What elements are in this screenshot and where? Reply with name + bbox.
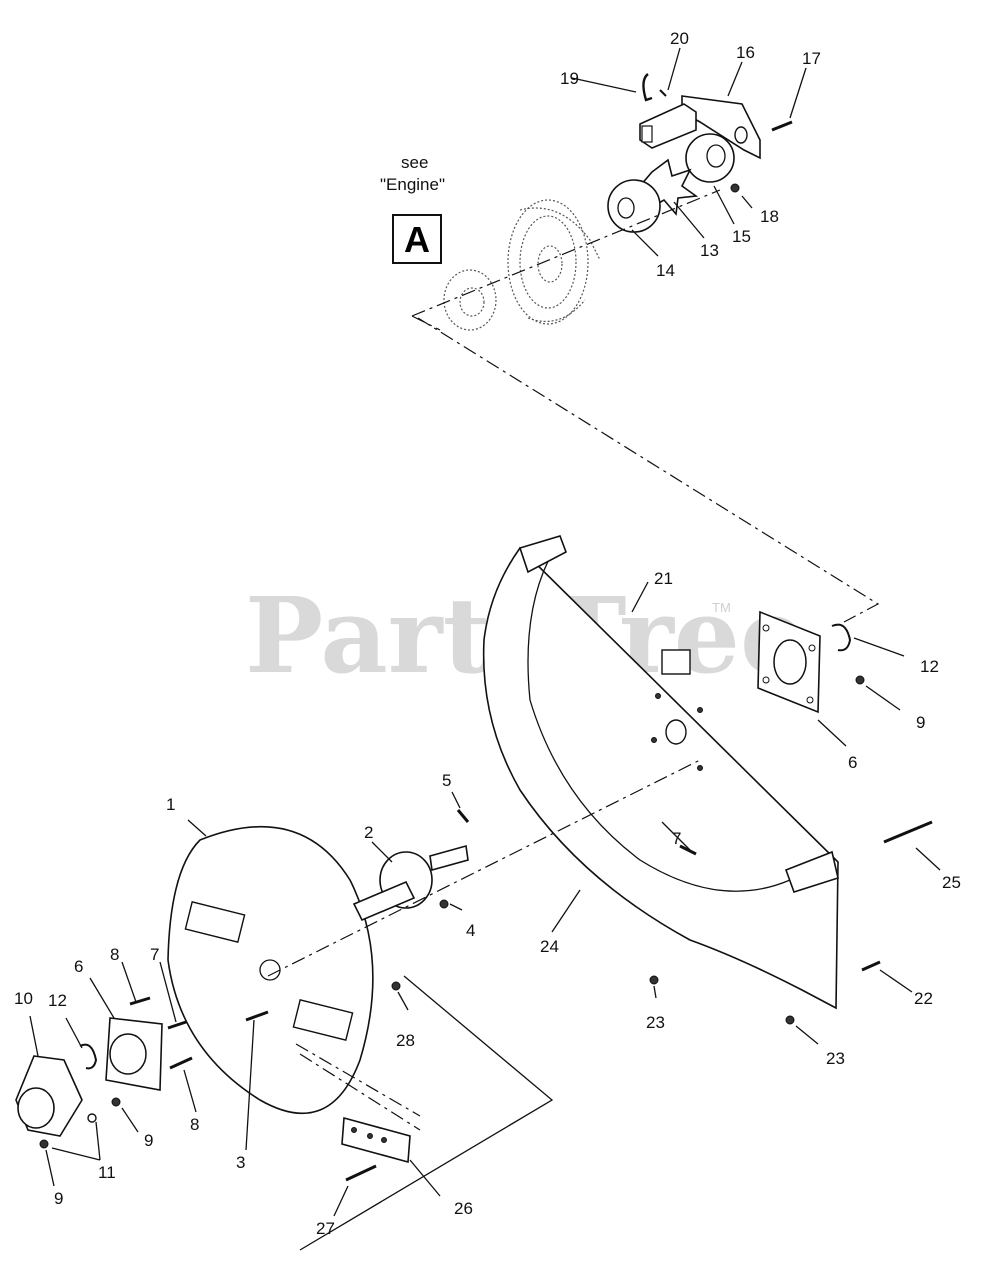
retainer-ring-left [79,1043,98,1070]
nut-23-b [785,1015,795,1025]
callout-6-right: 6 [848,753,857,772]
reference-box [392,214,442,264]
callout-labels: 1 2 3 4 5 6 6 7 7 8 8 9 9 9 10 11 12 12 … [14,29,961,1238]
callout-9-left: 9 [144,1131,153,1150]
housing-flange-top [518,535,567,574]
housing-shaft-hole [665,719,687,745]
callout-1: 1 [166,795,175,814]
blower-housing [482,535,839,1010]
square-tube [639,103,697,149]
callout-7-housing: 7 [672,829,681,848]
callout-8-lower: 8 [190,1115,199,1134]
callout-17: 17 [802,49,821,68]
bolt-17 [771,120,793,132]
callout-21: 21 [654,569,673,588]
housing-flange-bottom [784,850,839,893]
bolt-8-lower [169,1056,193,1070]
callout-10: 10 [14,989,33,1008]
bolt-3 [245,1010,269,1022]
callout-2: 2 [364,823,373,842]
callout-22: 22 [914,989,933,1008]
housing-tab [661,649,691,675]
alignment-line [417,317,880,623]
callout-4: 4 [466,921,475,940]
bolt-8-upper [129,996,151,1006]
shaft-stub [429,844,469,872]
coupling-assembly [411,73,793,331]
housing-shell [482,546,839,1010]
bolt-7-housing [679,844,697,856]
bolt-22 [861,960,881,972]
pin [642,73,653,102]
nut-9-right [855,675,865,685]
key [659,89,667,97]
callout-12-right: 12 [920,657,939,676]
reference-box-letter: A [404,219,430,260]
paddle-bar [341,1116,411,1164]
callout-9-right: 9 [916,713,925,732]
callout-5: 5 [442,771,451,790]
callout-23-b: 23 [826,1049,845,1068]
callout-26: 26 [454,1199,473,1218]
callout-6-left: 6 [74,957,83,976]
watermark-trademark: TM [712,600,731,615]
callout-27: 27 [316,1219,335,1238]
right-bearing-set [757,610,865,714]
bracket-hole [734,126,748,144]
shaft [352,880,416,922]
callout-25: 25 [942,873,961,892]
callout-15: 15 [732,227,751,246]
callout-18: 18 [760,207,779,226]
callout-8-upper: 8 [110,945,119,964]
paddle-set [299,975,554,1251]
callout-14: 14 [656,261,675,280]
nut-23-a [649,975,659,985]
callout-24: 24 [540,937,559,956]
engine-pulley-ghost [443,199,601,331]
callout-leaders [29,47,941,1217]
plate-slot-lower [292,999,354,1041]
callout-16: 16 [736,43,755,62]
see-label: see [401,153,428,172]
callout-13: 13 [700,241,719,260]
bolt-7-left [167,1020,187,1030]
paddle-bracket-line [299,975,554,1251]
shaft-hub [352,809,470,922]
nut-28 [391,981,401,991]
left-bearing-set [15,996,269,1149]
nut-9-bottom [39,1139,49,1149]
callout-7-left: 7 [150,945,159,964]
callout-3: 3 [236,1153,245,1172]
callout-9-bottom: 9 [54,1189,63,1208]
bolt-25 [883,820,933,844]
key-5 [456,809,470,823]
nut-18 [730,183,740,193]
plate-center-hole [259,959,281,981]
nut-4 [439,899,449,909]
impeller-plate [167,825,374,1115]
callout-20: 20 [670,29,689,48]
callout-28: 28 [396,1031,415,1050]
washer-11 [87,1113,97,1123]
plate-slot-upper [184,901,246,943]
retainer-ring-right [831,623,852,652]
callout-12-left: 12 [48,991,67,1010]
callout-19: 19 [560,69,579,88]
callout-23-a: 23 [646,1013,665,1032]
nut-9-left [111,1097,121,1107]
bolt-27 [345,1164,377,1182]
callout-11: 11 [98,1163,116,1182]
engine-reference-label: "Engine" [380,175,445,194]
